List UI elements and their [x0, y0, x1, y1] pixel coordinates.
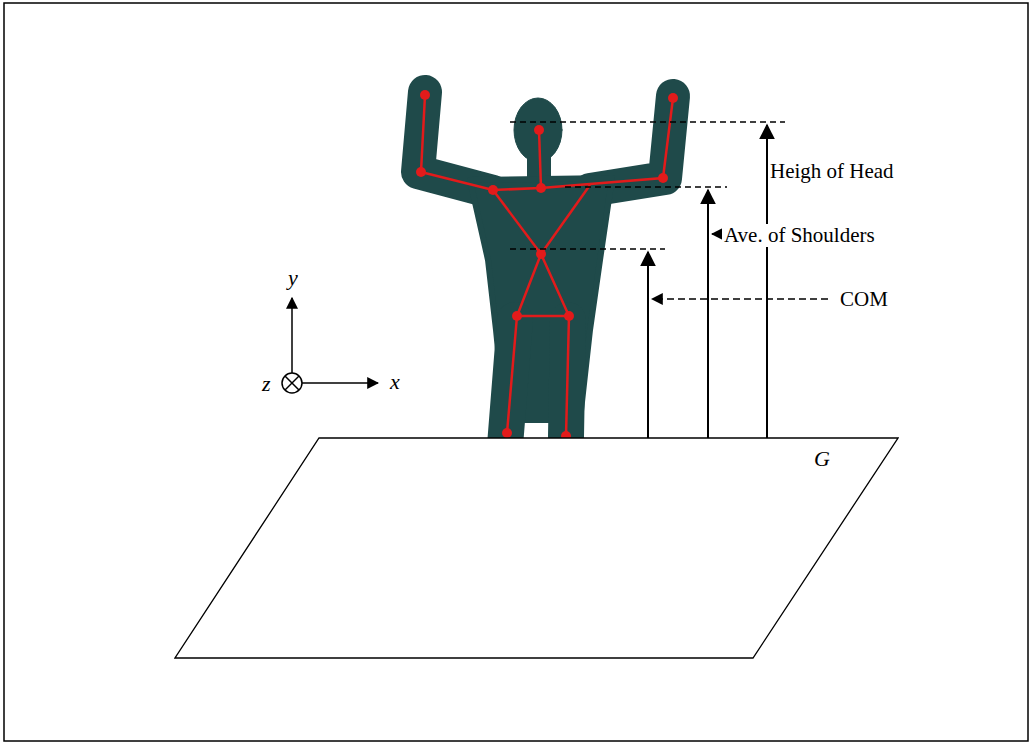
axis-label: y [286, 266, 300, 290]
plane-outline [174, 437, 899, 659]
axes-symbol [282, 298, 378, 393]
dimension-label: COM [838, 288, 890, 311]
axis-label: z [260, 372, 273, 396]
dimension-label: Ave. of Shoulders [722, 224, 877, 247]
plane-label: G [814, 447, 830, 471]
axis-label: x [388, 370, 402, 394]
frame [4, 3, 1028, 741]
plane-shape [175, 438, 898, 658]
ground-plane: G [174, 437, 897, 657]
dimension-label: Heigh of Head [768, 160, 896, 183]
